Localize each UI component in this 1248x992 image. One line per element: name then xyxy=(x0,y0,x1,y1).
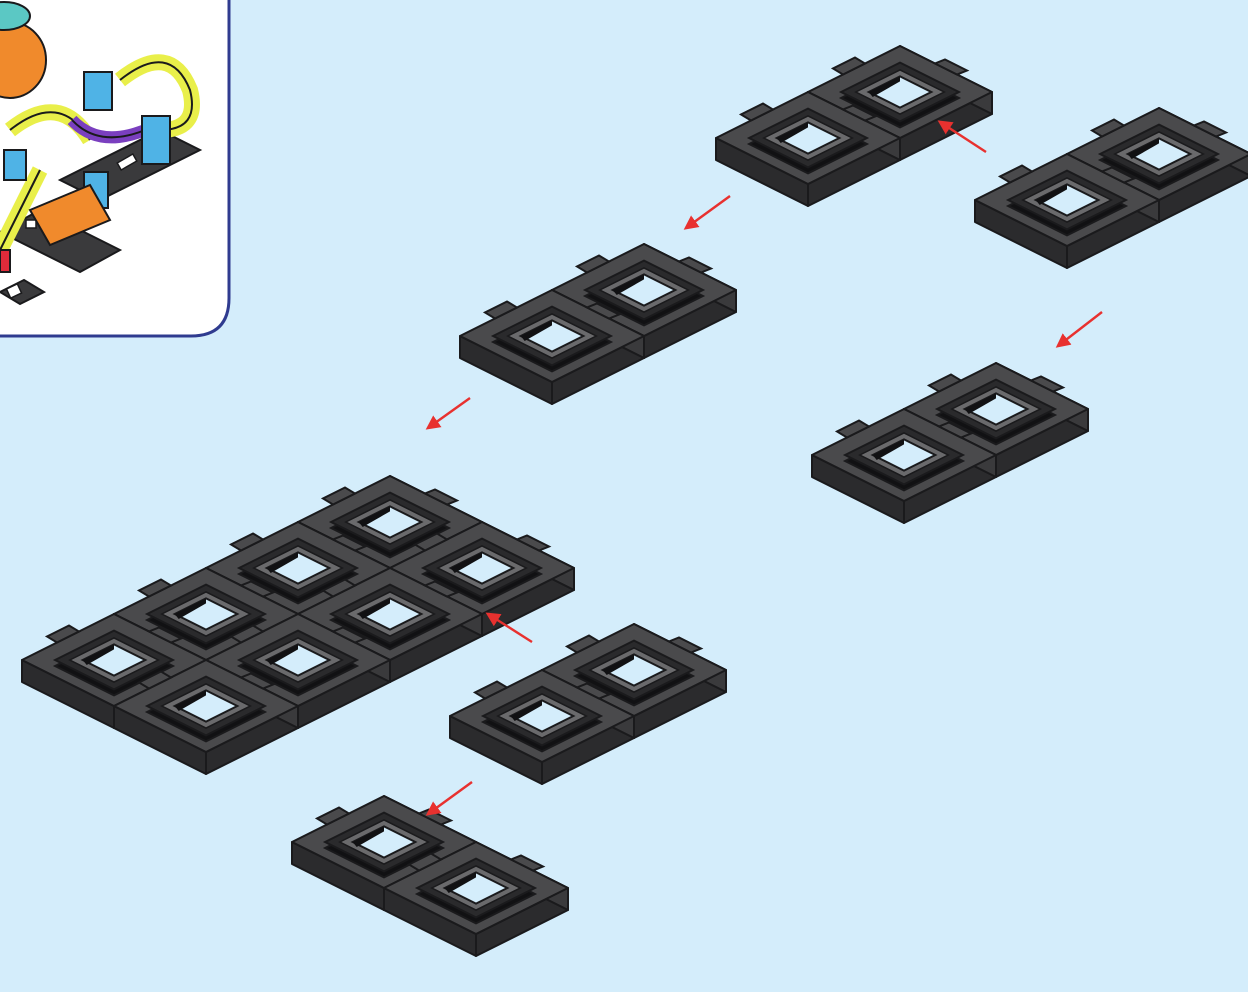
socket xyxy=(582,259,706,327)
assembly-arrow xyxy=(485,612,533,644)
socket xyxy=(1005,169,1129,237)
socket xyxy=(236,537,360,605)
strip-lower xyxy=(449,623,727,785)
preview-inset xyxy=(0,0,231,338)
socket xyxy=(328,491,452,559)
baseplate-tile xyxy=(811,408,997,524)
socket xyxy=(236,629,360,697)
socket xyxy=(572,639,696,707)
baseplate-tile xyxy=(459,289,645,405)
socket xyxy=(414,857,538,925)
socket xyxy=(328,583,452,651)
baseplate-tile xyxy=(974,153,1160,269)
baseplate-tile xyxy=(449,669,635,785)
baseplate-tile xyxy=(715,91,901,207)
baseplate-tile xyxy=(383,841,569,957)
socket xyxy=(1097,123,1221,191)
assembly-arrows xyxy=(425,120,1103,816)
assembly-arrow xyxy=(425,397,471,430)
socket xyxy=(746,107,870,175)
marble-run-preview-icon xyxy=(0,1,203,306)
assembly-arrow xyxy=(1055,311,1103,348)
grid-final xyxy=(21,475,575,775)
socket xyxy=(144,675,268,743)
baseplate-tile xyxy=(113,659,299,775)
strip-right-upper xyxy=(974,107,1248,269)
strip-top xyxy=(715,45,993,207)
socket xyxy=(480,685,604,753)
strip-right-lower xyxy=(811,362,1089,524)
assembly-arrow xyxy=(937,120,987,154)
socket xyxy=(420,537,544,605)
assembly-arrow xyxy=(425,781,473,816)
baseplate-tile xyxy=(1066,107,1248,223)
assembly-arrow xyxy=(683,195,731,230)
socket xyxy=(322,811,446,879)
socket xyxy=(842,424,966,492)
socket xyxy=(490,305,614,373)
baseplate-assemblies xyxy=(21,45,1248,957)
socket xyxy=(838,61,962,129)
strip-bottom xyxy=(291,795,569,957)
strip-middle xyxy=(459,243,737,405)
socket xyxy=(934,378,1058,446)
